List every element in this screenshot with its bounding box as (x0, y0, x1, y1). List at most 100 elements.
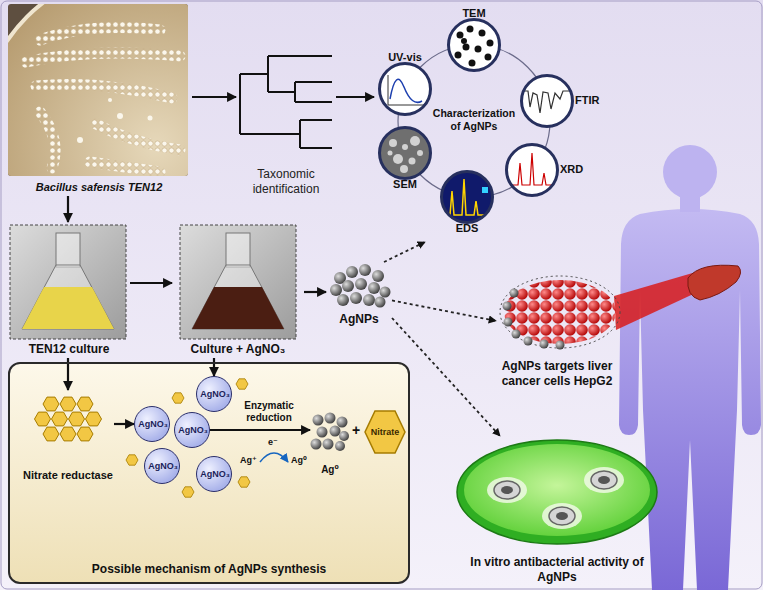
flask-node: Culture + AgNO₃ (172, 222, 304, 358)
plate-photo (108, 98, 112, 102)
sem-image (378, 126, 432, 180)
hepg2-cluster (503, 289, 565, 350)
plate-photo (117, 113, 123, 119)
silver-particles (339, 431, 349, 441)
method-circle: SEM (378, 126, 432, 180)
agar-dish (591, 471, 617, 489)
enzyme-cluster (77, 427, 93, 441)
eds-plot (442, 179, 492, 215)
hepg2-cluster (556, 341, 565, 350)
agar-dish (584, 467, 624, 493)
enzyme-cluster (69, 412, 85, 426)
plate-photo-node: Bacillus safensis TEN12 (6, 2, 192, 196)
enzyme-in-mixture (182, 487, 194, 497)
flow-arrow (210, 429, 310, 431)
agar-dish (501, 486, 513, 494)
ftir-plot (522, 91, 572, 113)
node-label: Taxonomic identification (236, 167, 336, 196)
plate-photo (90, 162, 160, 172)
enzyme-cluster (35, 397, 102, 441)
sem-image (393, 154, 403, 164)
connector-group (68, 97, 500, 436)
uv-vis-plot (388, 75, 424, 105)
human-neck (680, 194, 700, 212)
nanoparticle-cluster (330, 284, 342, 296)
xrd-plot (505, 143, 559, 197)
silver-particles (311, 439, 322, 450)
liver (688, 265, 741, 300)
flow-arrow (130, 282, 172, 284)
characterization-cluster: TEMUV-visFTIRSEMXRDEDSCharacterization o… (374, 0, 610, 242)
agar-dish (487, 477, 527, 503)
nanoparticle-cluster (375, 297, 386, 308)
uv-vis-plot (378, 62, 432, 116)
hepg2-cluster (504, 280, 616, 344)
plate-photo (36, 85, 172, 99)
tem-image (461, 38, 467, 44)
silver-particles (317, 427, 328, 438)
nanoparticle-node: AgNPs (326, 262, 392, 326)
flask-photo (192, 287, 284, 329)
reaction-label: Ag⁺ (240, 455, 257, 466)
node-label: In vitro antibacterial activity of AgNPs (452, 555, 662, 584)
agar-dish (556, 512, 568, 520)
flask-photo (56, 233, 80, 267)
plate-photo (40, 112, 55, 168)
tem-image (455, 26, 494, 67)
agar-dish (598, 476, 610, 484)
tem-image (455, 52, 462, 59)
plate-photo (96, 124, 180, 150)
node-label: TEN12 culture (8, 342, 130, 356)
enzyme-cluster (60, 427, 76, 441)
phylogenetic-tree (240, 56, 332, 148)
method-circle: TEM (447, 18, 501, 72)
agar-dish (464, 444, 650, 536)
agar-dish (549, 507, 575, 525)
node-label: AgNO₃ (197, 389, 233, 400)
plate-photo (148, 116, 153, 121)
nanoparticle-cluster (372, 270, 384, 282)
node-label: Nitrate (364, 427, 406, 438)
antibacterial-dish-node: In vitro antibacterial activity of AgNPs (452, 436, 662, 586)
reaction-label: Ag⁰ (291, 455, 307, 466)
node-label: Culture + AgNO₃ (172, 342, 304, 356)
salt-circle: AgNO₃ (144, 448, 180, 484)
phylogenetic-tree (300, 120, 332, 148)
eds-plot (440, 170, 494, 224)
plate-photo (8, 4, 188, 176)
salt-circle: AgNO₃ (134, 406, 170, 442)
human-head (663, 145, 717, 199)
enzyme-in-mixture (238, 477, 250, 487)
silver-particles (337, 417, 348, 428)
uv-vis-plot (378, 62, 432, 116)
hepg2-cluster (512, 330, 521, 339)
node-label: AgNO₃ (197, 469, 233, 480)
eds-plot (440, 170, 494, 224)
tem-image (463, 44, 470, 51)
node-label: XRD (560, 163, 583, 176)
xrd-plot (508, 153, 558, 185)
node-label: Characterization of AgNPs (431, 107, 517, 132)
ftir-plot (520, 74, 574, 128)
dotted-arrow (392, 300, 496, 320)
ftir-plot (520, 74, 574, 128)
reaction-label: + (352, 422, 360, 439)
dotted-arrow (384, 242, 425, 262)
human-silhouette (619, 209, 761, 590)
electron-transfer-arrow (260, 453, 288, 462)
xrd-plot (505, 143, 559, 197)
method-circle: XRD (505, 143, 559, 197)
sem-image (388, 151, 393, 156)
hepg2-cluster (500, 276, 620, 350)
sem-image (402, 144, 408, 150)
enzyme-cluster (60, 397, 76, 411)
uv-vis-plot (390, 79, 422, 102)
method-circle: UV-vis (378, 62, 432, 116)
tem-image (475, 46, 482, 53)
tem-image (485, 54, 492, 61)
phylogenetic-tree (295, 82, 332, 102)
phylogenetic-tree (240, 74, 300, 134)
